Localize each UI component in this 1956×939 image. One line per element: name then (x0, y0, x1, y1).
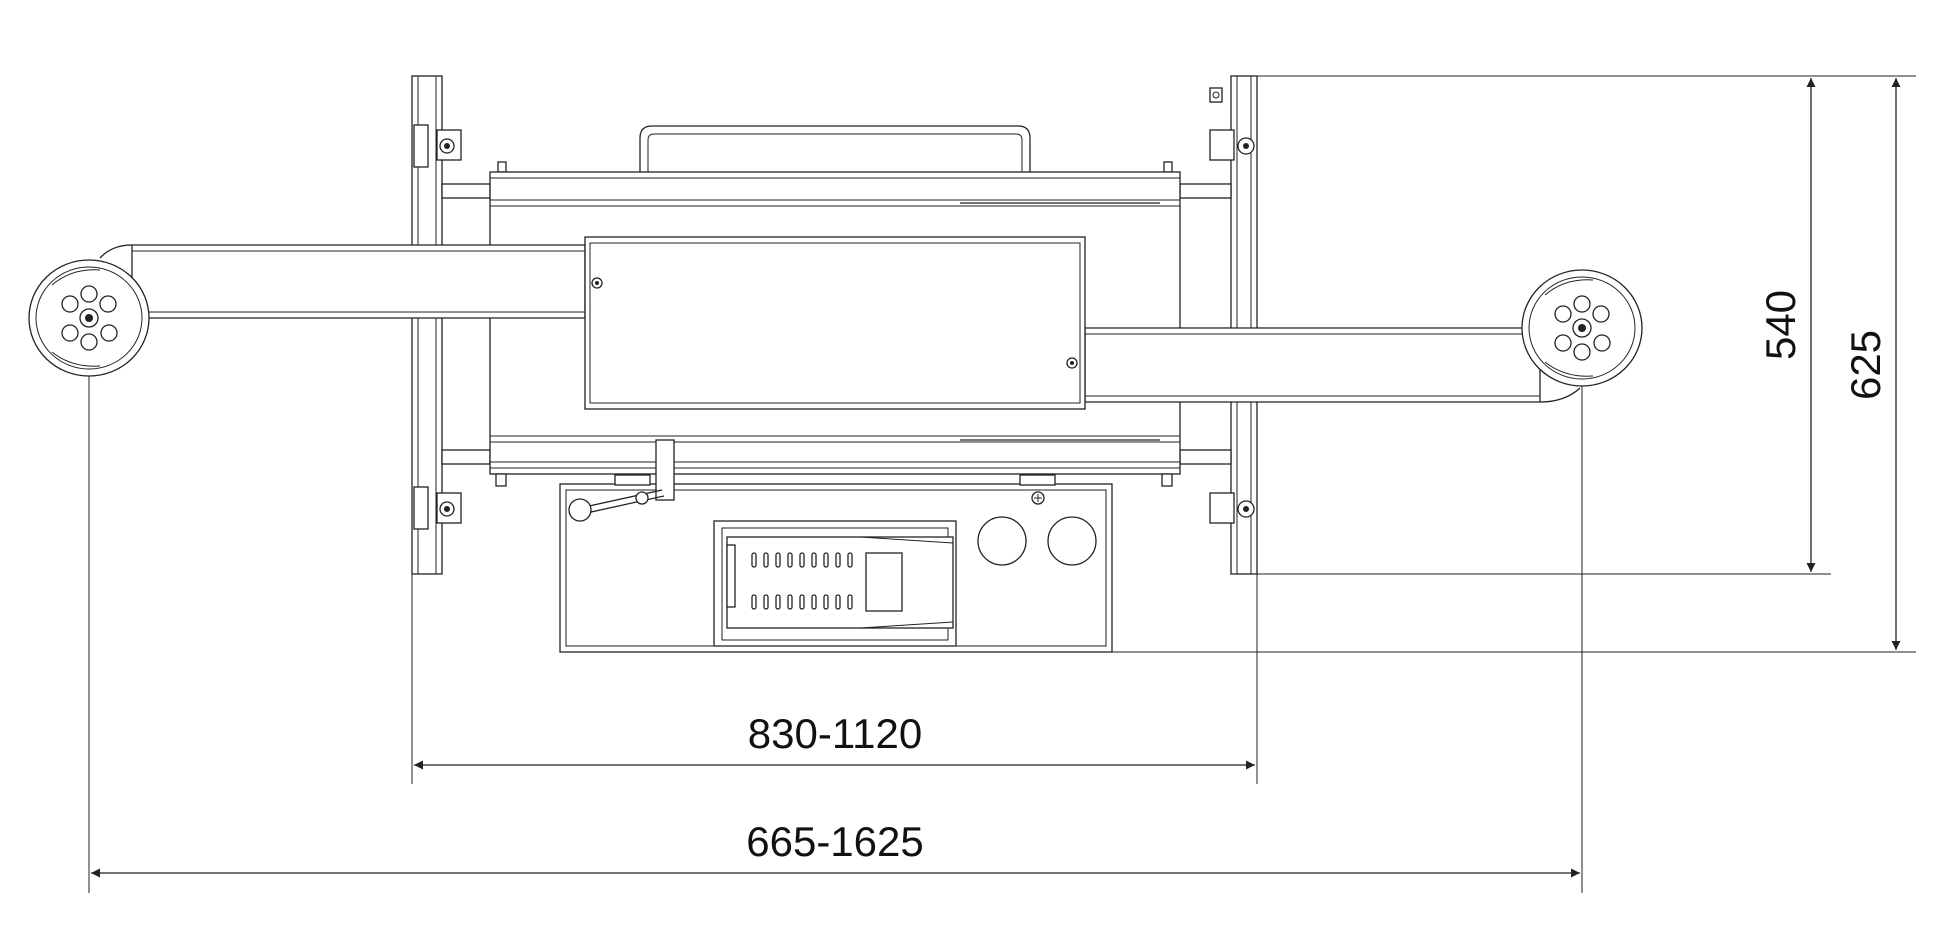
dim-label-total-depth: 625 (1842, 330, 1889, 400)
control-box (559, 439, 1113, 653)
left-frame-post (411, 75, 462, 575)
clamp-right-bottom (1209, 492, 1255, 524)
dim-label-inner-depth: 540 (1757, 290, 1804, 360)
vent-slots (751, 552, 853, 610)
dim-label-wheel-track: 665-1625 (746, 818, 924, 865)
clamp-left-top (413, 124, 462, 168)
carry-handle (639, 125, 1031, 172)
right-wheel (1521, 269, 1643, 387)
left-arm (99, 244, 586, 319)
clamp-left-bottom (413, 486, 462, 530)
dimension-lines: 830-1120 665-1625 540 625 (88, 75, 1916, 893)
cover-plate (584, 236, 1086, 410)
dim-label-frame-width: 830-1120 (748, 710, 922, 757)
gauge-left (977, 516, 1027, 566)
power-module (713, 520, 957, 647)
right-frame-post (1209, 75, 1258, 575)
cross-bars (441, 183, 1232, 465)
clamp-right-top (1209, 87, 1255, 161)
gauge-right (1047, 516, 1097, 566)
left-wheel (28, 259, 150, 377)
right-arm (1084, 327, 1581, 403)
crank-handle (568, 439, 675, 522)
